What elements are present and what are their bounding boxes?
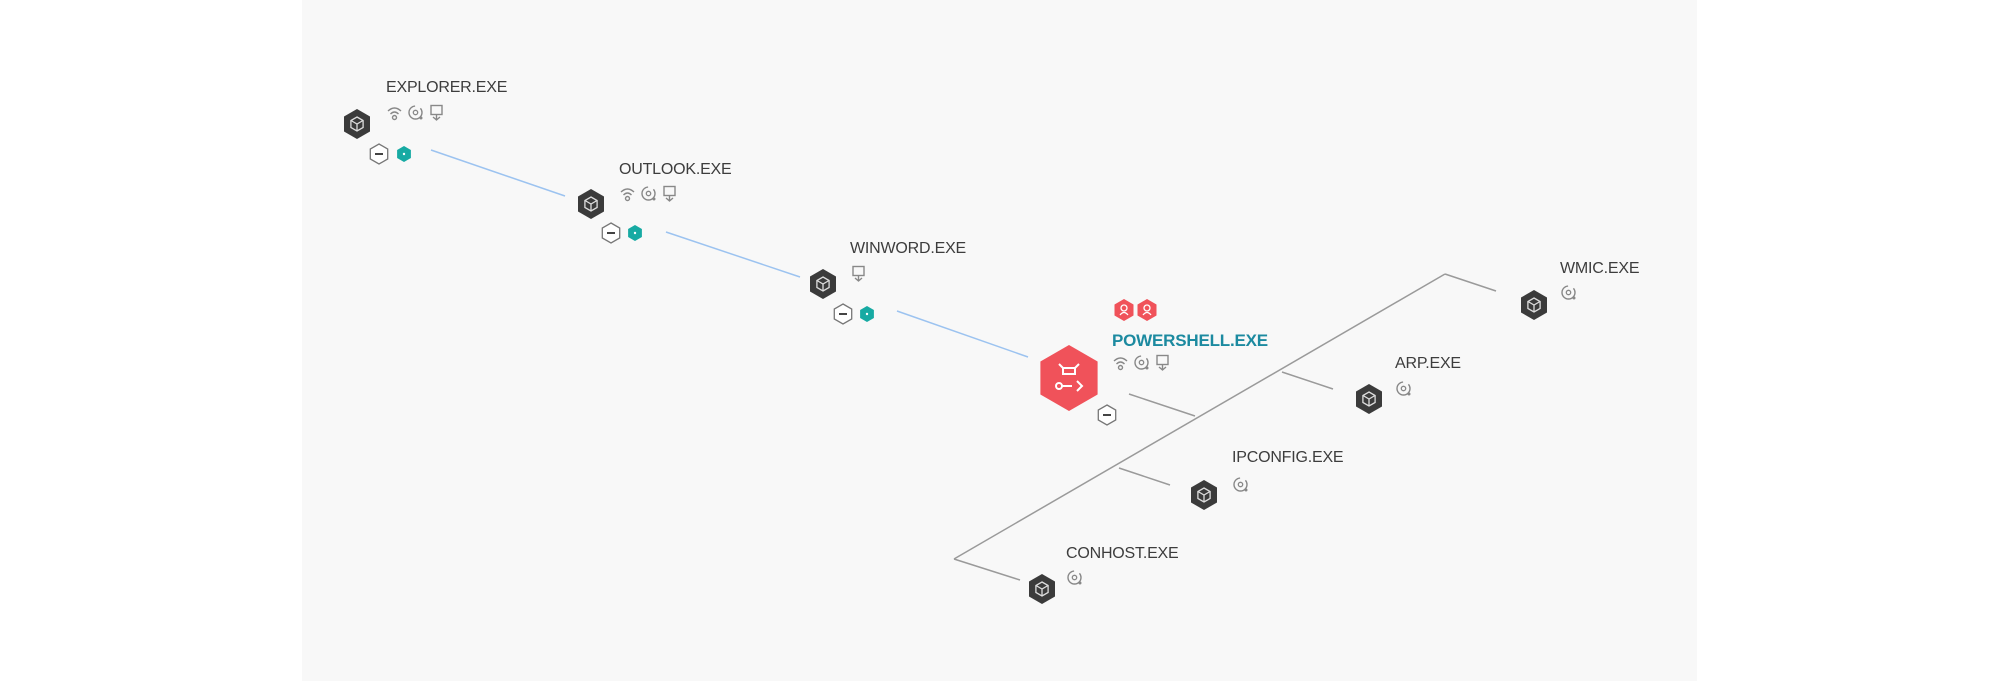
process-node-wmic[interactable]: [1521, 290, 1547, 320]
process-node-arp[interactable]: [1356, 384, 1382, 414]
process-node-ipconfig[interactable]: [1191, 480, 1217, 510]
process-name-label[interactable]: WMIC.EXE: [1560, 260, 1640, 277]
network-alert-icon[interactable]: [1137, 299, 1157, 321]
edge-active: [896, 310, 1029, 358]
monitor-icon[interactable]: [661, 185, 678, 202]
powershell-hex[interactable]: [1040, 345, 1098, 411]
target-icon[interactable]: [640, 185, 657, 202]
process-name-label[interactable]: CONHOST.EXE: [1066, 545, 1179, 562]
process-node-outlook[interactable]: [578, 189, 642, 244]
cube-icon: [1527, 297, 1541, 313]
edge-active: [665, 231, 801, 278]
activity-icons: [1066, 569, 1083, 586]
terminal-icon: [1055, 363, 1084, 392]
cube-icon: [584, 196, 598, 212]
activity-icons: [1560, 284, 1577, 301]
target-icon[interactable]: [1066, 569, 1083, 586]
activity-icons: [1232, 476, 1249, 493]
dot-icon: [633, 231, 637, 235]
monitor-icon[interactable]: [1154, 354, 1171, 371]
process-name-label[interactable]: WINWORD.EXE: [850, 240, 967, 257]
dot-icon: [865, 312, 869, 316]
dot-icon: [402, 152, 406, 156]
monitor-icon[interactable]: [428, 104, 445, 121]
cube-icon: [350, 116, 364, 132]
target-icon[interactable]: [1560, 284, 1577, 301]
process-name-label[interactable]: IPCONFIG.EXE: [1232, 449, 1344, 466]
cube-icon: [1197, 487, 1211, 503]
process-name-label[interactable]: POWERSHELL.EXE: [1112, 331, 1268, 350]
user-alert-icon[interactable]: [1114, 299, 1134, 321]
edge: [953, 273, 1446, 560]
process-node-conhost[interactable]: [1029, 574, 1055, 604]
wifi-icon[interactable]: [1112, 354, 1129, 371]
target-icon[interactable]: [407, 104, 424, 121]
target-icon[interactable]: [1133, 354, 1150, 371]
edge: [1128, 393, 1196, 417]
target-icon[interactable]: [1232, 476, 1249, 493]
cube-icon: [816, 276, 830, 292]
wifi-icon[interactable]: [619, 185, 636, 202]
edge-active: [430, 149, 566, 197]
edge: [953, 558, 1021, 581]
wifi-icon[interactable]: [386, 104, 403, 121]
target-icon[interactable]: [1395, 380, 1412, 397]
process-tree-canvas[interactable]: [302, 0, 1697, 681]
edge: [1281, 371, 1334, 390]
edge: [1444, 273, 1497, 292]
activity-icons: [1112, 354, 1171, 371]
activity-icons: [850, 265, 867, 282]
process-node-explorer[interactable]: [344, 109, 411, 165]
cube-icon: [1035, 581, 1049, 597]
activity-icons: [386, 104, 445, 121]
process-name-label[interactable]: ARP.EXE: [1395, 355, 1461, 372]
process-node-powershell[interactable]: [1040, 299, 1157, 426]
activity-icons: [1395, 380, 1412, 397]
process-name-label[interactable]: OUTLOOK.EXE: [619, 161, 732, 178]
process-node-winword[interactable]: [810, 269, 874, 325]
monitor-icon[interactable]: [850, 265, 867, 282]
activity-icons: [619, 185, 678, 202]
cube-icon: [1362, 391, 1376, 407]
process-name-label[interactable]: EXPLORER.EXE: [386, 79, 508, 96]
edge: [1118, 467, 1171, 486]
